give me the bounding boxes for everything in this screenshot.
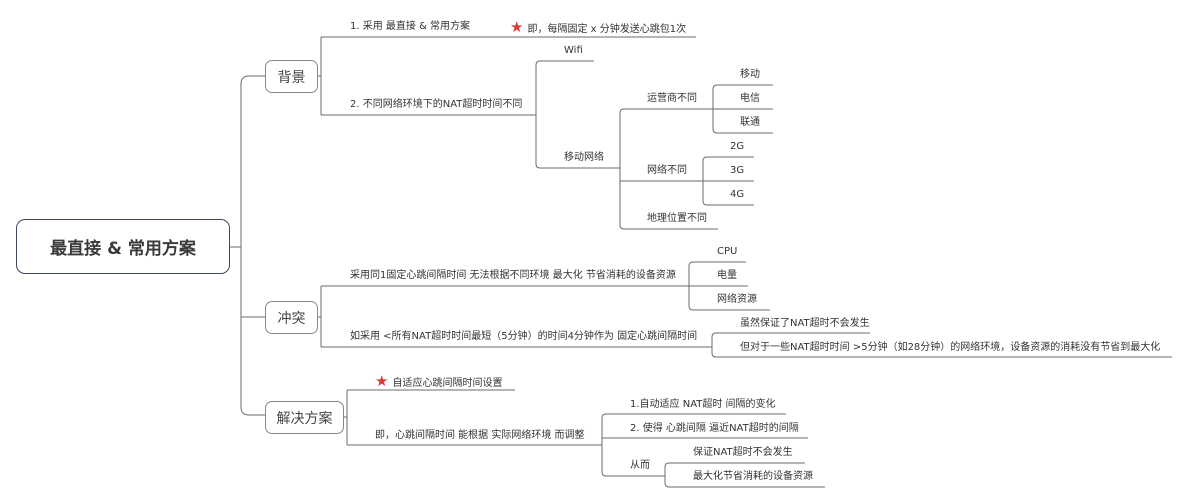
- leaf-battery[interactable]: 电量: [717, 270, 737, 281]
- leaf-guarantee[interactable]: 虽然保证了NAT超时不会发生: [740, 318, 870, 329]
- leaf-cpu[interactable]: CPU: [717, 246, 738, 257]
- topic-background[interactable]: 背景: [265, 60, 318, 93]
- leaf-approach-nat[interactable]: 2. 使得 心跳间隔 逼近NAT超时的间隔: [630, 423, 799, 434]
- leaf-auto-adapt[interactable]: 1.自动适应 NAT超时 间隔的变化: [630, 399, 776, 410]
- subtopic-thus[interactable]: 从而: [630, 460, 650, 471]
- topic-background-label: 背景: [277, 69, 306, 86]
- subtopic-wifi[interactable]: Wifi: [564, 45, 583, 56]
- leaf-4g[interactable]: 4G: [730, 189, 745, 200]
- topic-solution-label: 解决方案: [276, 410, 333, 427]
- leaf-max-saving[interactable]: 最大化节省消耗的设备资源: [693, 471, 813, 482]
- leaf-unicom[interactable]: 联通: [740, 117, 760, 128]
- leaf-2g[interactable]: 2G: [730, 141, 745, 152]
- adaptive-label: 自适应心跳间隔时间设置: [392, 378, 503, 389]
- subtopic-approach[interactable]: 1. 采用 最直接 & 常用方案: [350, 21, 471, 32]
- leaf-no-timeout[interactable]: 保证NAT超时不会发生: [693, 447, 793, 458]
- subtopic-adjust[interactable]: 即，心跳间隔时间 能根据 实际网络环境 而调整: [375, 430, 585, 441]
- topic-conflict[interactable]: 冲突: [265, 301, 318, 334]
- leaf-cmcc[interactable]: 移动: [740, 69, 760, 80]
- subtopic-nat-timeout[interactable]: 2. 不同网络环境下的NAT超时时间不同: [350, 99, 523, 110]
- root-topic-label: 最直接 & 常用方案: [50, 239, 196, 259]
- leaf-not-maximized[interactable]: 但对于一些NAT超时时间 >5分钟（如28分钟）的网络环境，设备资源的消耗没有节…: [740, 342, 1161, 353]
- subtopic-carrier[interactable]: 运营商不同: [647, 93, 697, 104]
- subtopic-network-type[interactable]: 网络不同: [647, 165, 687, 176]
- leaf-3g[interactable]: 3G: [730, 165, 745, 176]
- subtopic-adaptive[interactable]: ★自适应心跳间隔时间设置: [375, 372, 503, 390]
- star-icon: ★: [510, 18, 524, 36]
- topic-solution[interactable]: 解决方案: [265, 401, 344, 434]
- subtopic-min-interval[interactable]: 如采用 <所有NAT超时时间最短（5分钟）的时间4分钟作为 固定心跳间隔时间: [350, 331, 698, 342]
- leaf-telecom[interactable]: 电信: [740, 93, 760, 104]
- note-label: 即，每隔固定 x 分钟发送心跳包1次: [527, 24, 687, 35]
- subtopic-approach-note[interactable]: ★即，每隔固定 x 分钟发送心跳包1次: [510, 18, 687, 36]
- subtopic-fixed-interval[interactable]: 采用同1固定心跳间隔时间 无法根据不同环境 最大化 节省消耗的设备资源: [350, 270, 676, 281]
- root-topic[interactable]: 最直接 & 常用方案: [16, 219, 230, 274]
- subtopic-location[interactable]: 地理位置不同: [647, 213, 707, 224]
- leaf-network-resource[interactable]: 网络资源: [717, 294, 757, 305]
- star-icon: ★: [375, 372, 389, 390]
- subtopic-mobile-network[interactable]: 移动网络: [564, 152, 604, 163]
- topic-conflict-label: 冲突: [277, 310, 306, 327]
